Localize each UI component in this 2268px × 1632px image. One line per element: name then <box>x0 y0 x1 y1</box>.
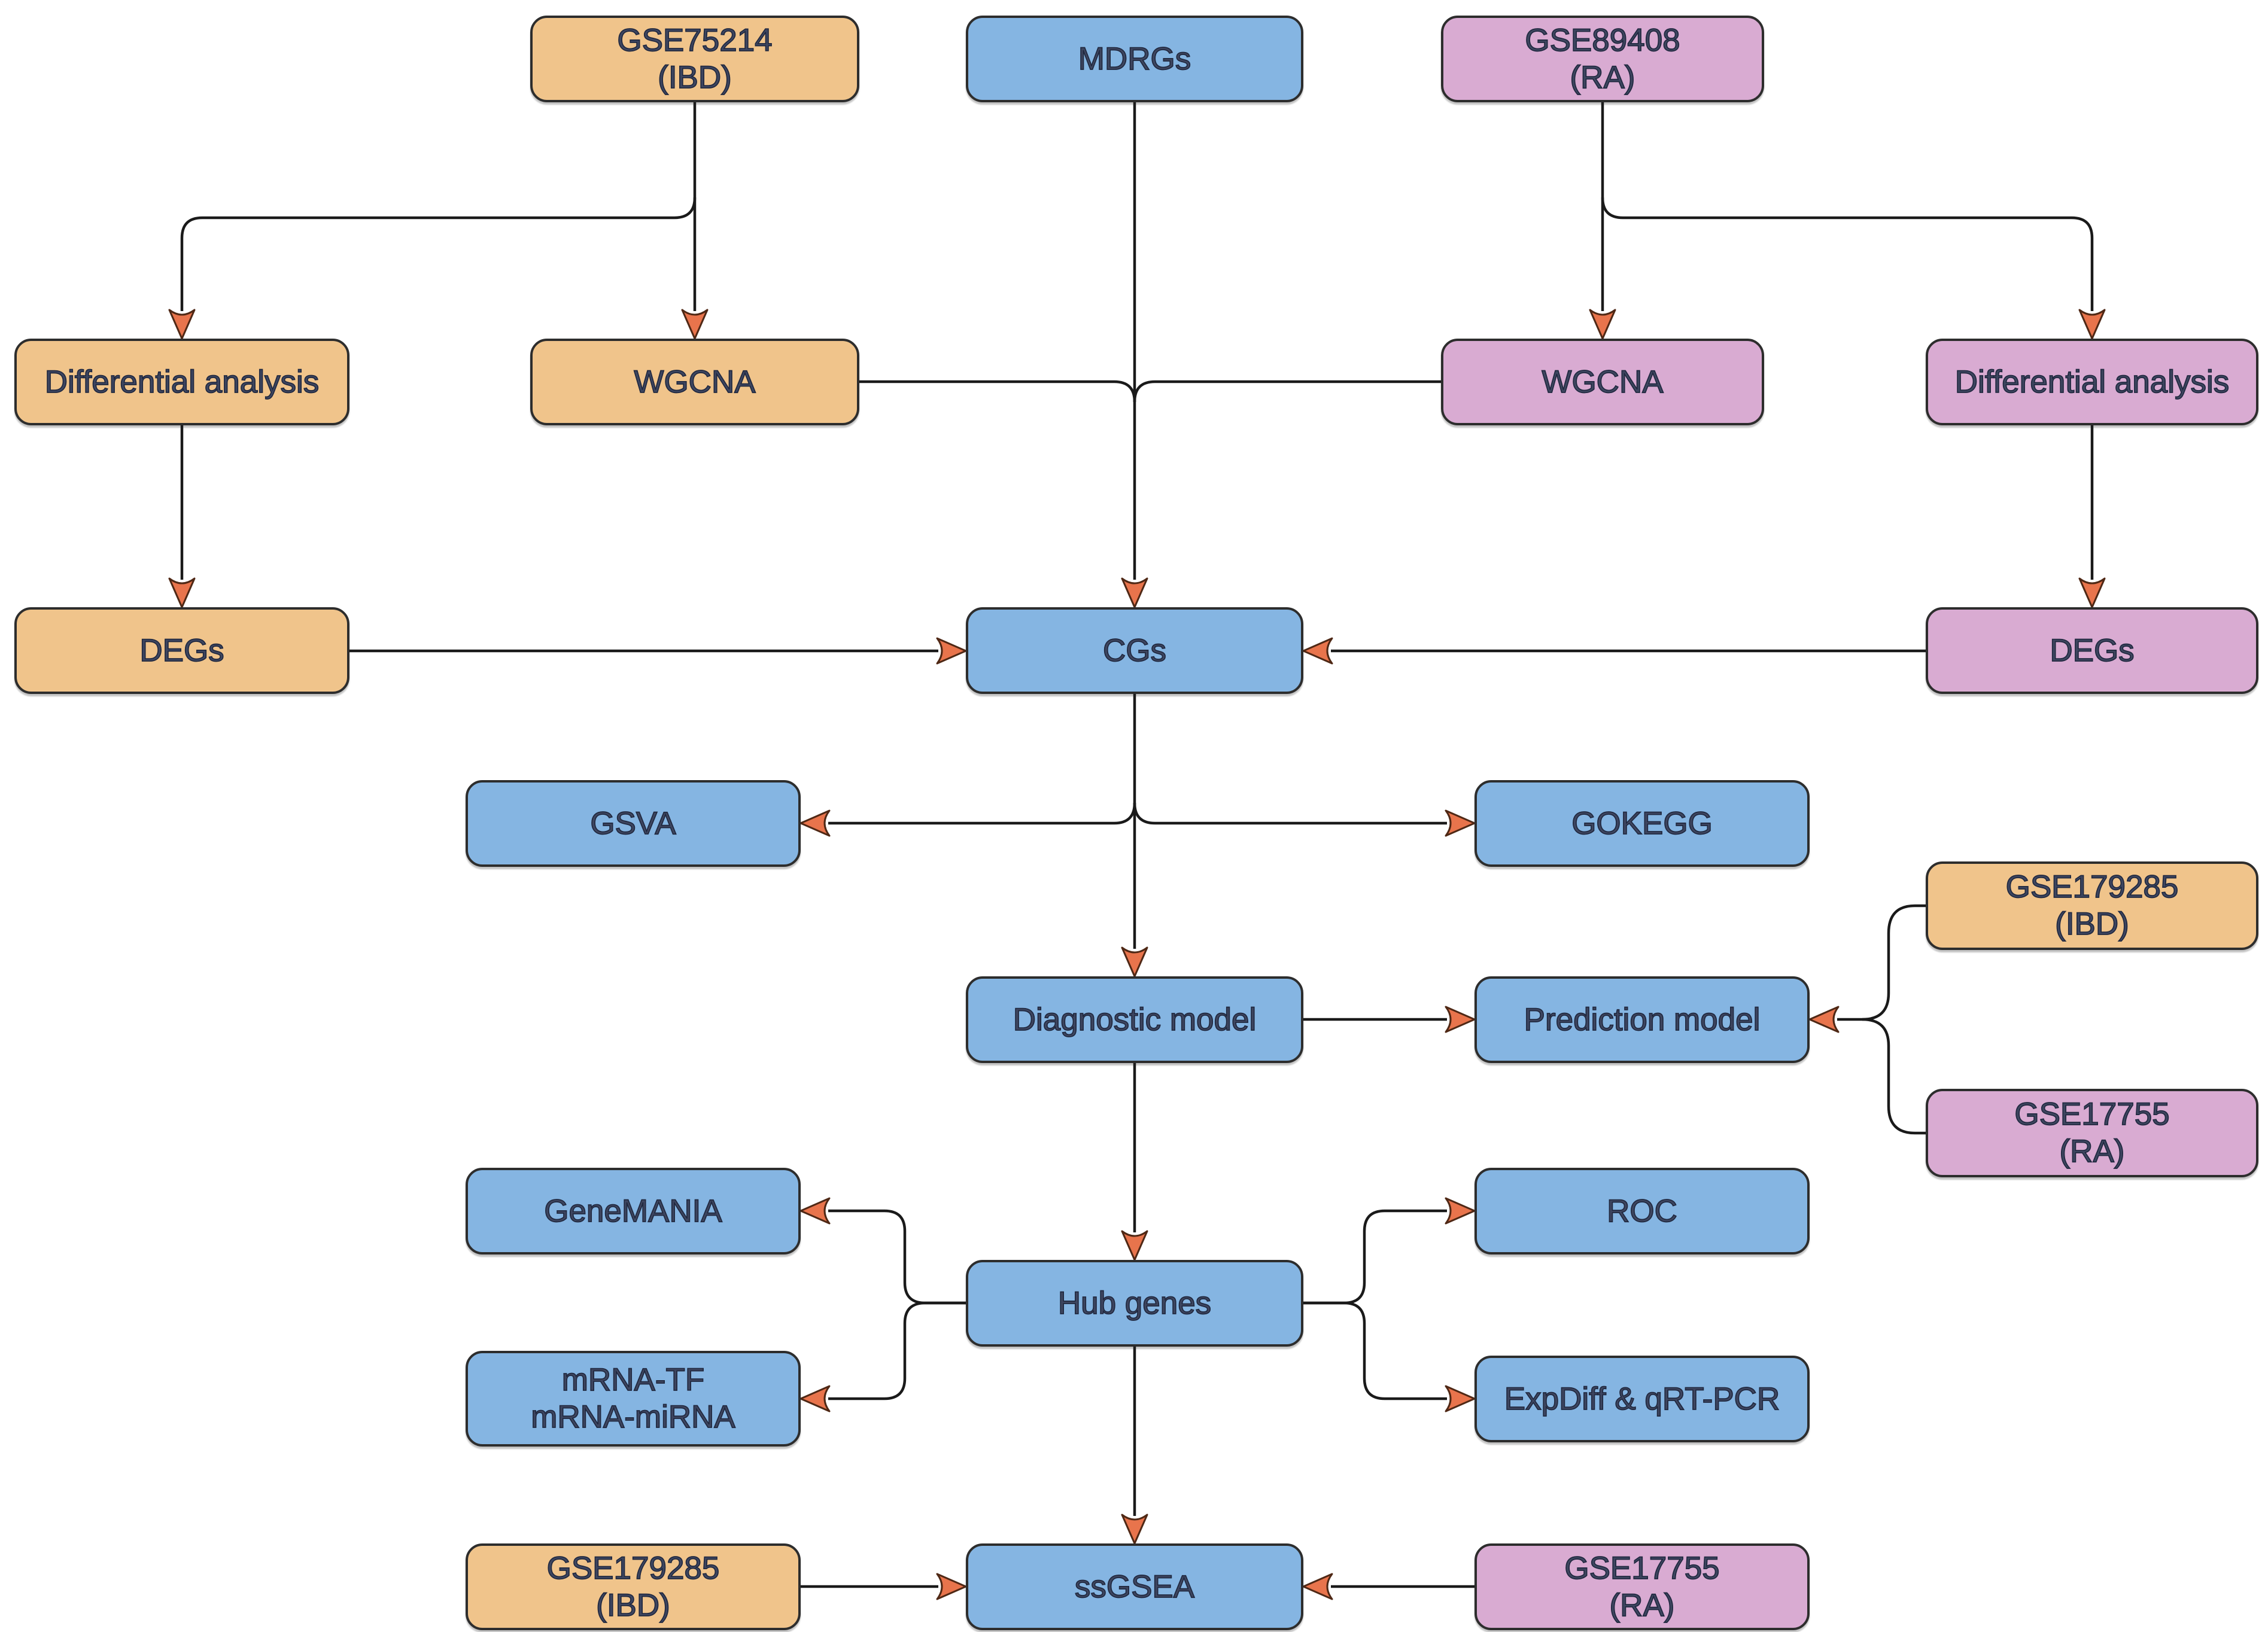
node-label-line: ssGSEA <box>1074 1569 1195 1605</box>
node-wgcna-ibd: WGCNA <box>530 339 859 425</box>
node-genemania: GeneMANIA <box>466 1168 801 1255</box>
edge-hub-genes-to-roc <box>1303 1209 1447 1305</box>
node-label-line: DEGs <box>2049 632 2135 669</box>
node-label-line: mRNA-miRNA <box>530 1399 735 1435</box>
edge-gse89408-to-diff-ra <box>1601 197 2094 311</box>
node-label-line: GSE179285 <box>546 1550 720 1587</box>
arrowhead-hub-genes <box>1121 1230 1148 1261</box>
node-label-line: (RA) <box>1609 1587 1676 1624</box>
arrowhead-gsva <box>799 809 831 837</box>
edge-wgcna-ibd-merge <box>859 380 1136 403</box>
node-label-line: (IBD) <box>657 59 732 96</box>
node-label-line: ROC <box>1606 1193 1677 1229</box>
node-label-line: (IBD) <box>595 1587 670 1624</box>
node-wgcna-ra: WGCNA <box>1441 339 1764 425</box>
arrowhead-cgs-left <box>936 637 967 665</box>
arrowhead-ssgsea-left <box>936 1573 967 1600</box>
node-label-line: GSE17755 <box>2014 1096 2170 1132</box>
arrowhead-mrna-networks <box>799 1385 831 1412</box>
edge-wgcna-ra-merge <box>1133 380 1441 403</box>
node-label-line: WGCNA <box>1542 364 1664 400</box>
arrowhead-diff-ra <box>2078 309 2106 340</box>
arrowhead-genemania <box>799 1197 831 1225</box>
node-gsva: GSVA <box>466 780 801 867</box>
arrowhead-expdiff <box>1445 1385 1476 1412</box>
arrowhead-degs-ra <box>2078 577 2106 608</box>
node-label-line: Differential analysis <box>44 364 320 400</box>
node-prediction-model: Prediction model <box>1474 976 1810 1063</box>
node-hub-genes: Hub genes <box>966 1260 1303 1347</box>
node-degs-ra: DEGs <box>1926 607 2258 694</box>
arrowhead-degs-ibd <box>168 577 196 608</box>
node-roc: ROC <box>1474 1168 1810 1255</box>
node-label-line: Hub genes <box>1057 1285 1212 1322</box>
node-label-line: Diagnostic model <box>1013 1001 1257 1038</box>
node-label-line: GeneMANIA <box>543 1193 722 1229</box>
arrowhead-prediction-left <box>1445 1006 1476 1033</box>
node-gse17755-ra-validation: GSE17755 (RA) <box>1926 1089 2258 1177</box>
node-label-line: ExpDiff & qRT-PCR <box>1504 1381 1780 1417</box>
node-mrna-tf-mirna-network: mRNA-TF mRNA-miRNA <box>466 1351 801 1447</box>
edge-cgs-to-gokegg <box>1133 802 1447 825</box>
edge-hub-genes-to-expdiff <box>1303 1301 1447 1400</box>
node-label-line: (RA) <box>2059 1133 2126 1170</box>
arrowhead-wgcna-ra <box>1589 309 1616 340</box>
node-degs-ibd: DEGs <box>14 607 349 694</box>
node-label-line: mRNA-TF <box>561 1362 705 1398</box>
edge-cgs-to-gsva <box>828 802 1136 825</box>
node-label-line: GOKEGG <box>1571 805 1713 842</box>
node-label-line: WGCNA <box>634 364 756 400</box>
arrowhead-ssgsea-top <box>1121 1514 1148 1545</box>
node-differential-analysis-ibd: Differential analysis <box>14 339 349 425</box>
arrowhead-diagnostic-model <box>1121 946 1148 978</box>
node-cgs: CGs <box>966 607 1303 694</box>
arrowhead-diff-ibd <box>168 309 196 340</box>
node-gse17755-ra-ssgsea: GSE17755 (RA) <box>1474 1543 1810 1630</box>
node-label-line: GSVA <box>589 805 676 842</box>
arrowhead-roc <box>1445 1197 1476 1225</box>
edge-gse17755-to-prediction <box>1862 1018 1926 1135</box>
node-label-line: Differential analysis <box>1954 364 2230 400</box>
node-gse179285-ibd-ssgsea: GSE179285 (IBD) <box>466 1543 801 1630</box>
node-label-line: Prediction model <box>1524 1001 1761 1038</box>
node-label-line: (RA) <box>1570 59 1636 96</box>
node-label-line: GSE89408 <box>1524 22 1680 59</box>
node-label-line: GSE75214 <box>616 22 773 59</box>
node-diagnostic-model: Diagnostic model <box>966 976 1303 1063</box>
edge-gse75214-to-diff-ibd <box>180 197 697 311</box>
arrowhead-cgs-top <box>1121 577 1148 608</box>
node-expdiff-qrtpcr: ExpDiff & qRT-PCR <box>1474 1356 1810 1442</box>
node-gse89408-ra: GSE89408 (RA) <box>1441 16 1764 102</box>
node-differential-analysis-ra: Differential analysis <box>1926 339 2258 425</box>
node-label-line: GSE179285 <box>2005 869 2179 905</box>
node-gokegg: GOKEGG <box>1474 780 1810 867</box>
arrowhead-cgs-right <box>1302 637 1333 665</box>
edge-hub-genes-to-genemania <box>828 1209 966 1305</box>
node-gse75214-ibd: GSE75214 (IBD) <box>530 16 859 102</box>
arrowhead-gokegg <box>1445 809 1476 837</box>
node-label-line: DEGs <box>139 632 224 669</box>
node-label-line: (IBD) <box>2054 906 2129 942</box>
node-mdrgs: MDRGs <box>966 16 1303 102</box>
arrowhead-wgcna-ibd <box>681 309 709 340</box>
node-label-line: CGs <box>1102 632 1167 669</box>
node-label-line: GSE17755 <box>1564 1550 1720 1587</box>
edge-gse179285-to-prediction <box>1837 904 1926 1021</box>
edge-hub-genes-to-mrna-networks <box>828 1301 966 1400</box>
node-label-line: MDRGs <box>1078 41 1191 77</box>
arrowhead-ssgsea-right <box>1302 1573 1333 1600</box>
arrowhead-prediction-right <box>1808 1006 1840 1033</box>
node-ssgsea: ssGSEA <box>966 1543 1303 1630</box>
node-gse179285-ibd-validation: GSE179285 (IBD) <box>1926 861 2258 950</box>
